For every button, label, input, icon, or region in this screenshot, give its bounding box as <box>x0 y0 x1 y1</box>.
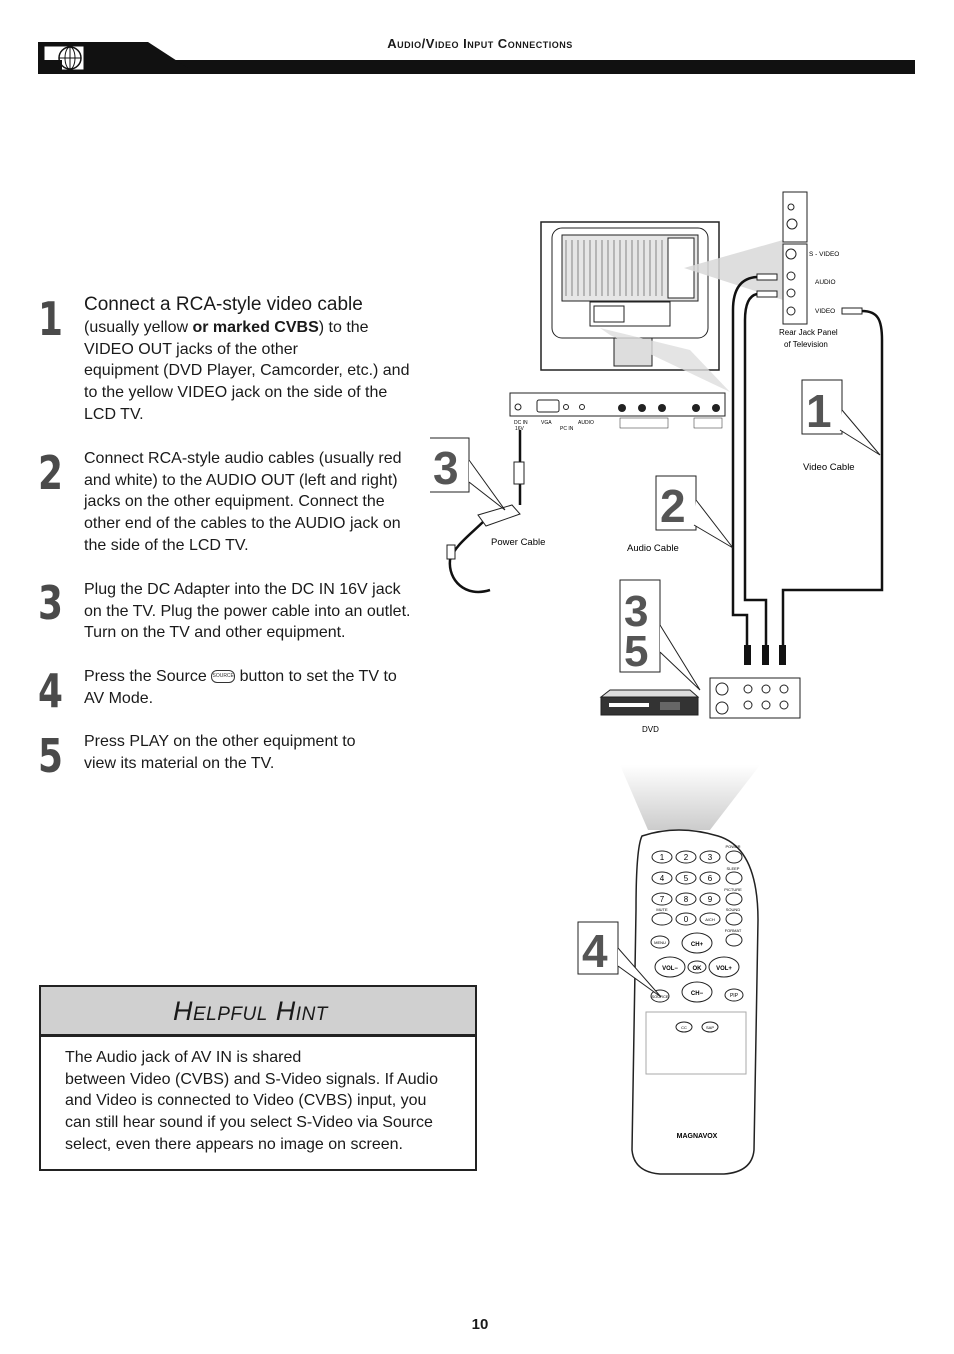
label-power-cable: Power Cable <box>491 537 545 548</box>
svg-text:1: 1 <box>806 385 832 437</box>
label-video: VIDEO <box>815 308 835 315</box>
svg-text:1: 1 <box>660 853 665 862</box>
svg-text:CH−: CH− <box>691 991 704 997</box>
svg-text:CC: CC <box>681 1025 687 1030</box>
svg-text:PICTURE: PICTURE <box>724 887 742 892</box>
remote-control: 1 2 3 4 5 6 7 8 9 0 POWER SLEEP PICTURE … <box>620 765 760 1175</box>
step-number-1: 1 <box>38 292 63 346</box>
callout-1: 1 <box>801 379 881 456</box>
callout-3-5: 3 5 <box>619 579 701 691</box>
tv-bottom-jack-panel: DC IN 16V VGA PC IN AUDIO <box>509 392 726 432</box>
page-title: Audio/Video Input Connections <box>387 36 573 51</box>
step-5-text: Press PLAY on the other equipment to vie… <box>84 733 356 772</box>
svg-text:7: 7 <box>660 895 665 904</box>
svg-text:AUDIO: AUDIO <box>578 420 594 426</box>
svg-text:PIP: PIP <box>730 993 739 999</box>
svg-text:SLEEP: SLEEP <box>727 866 740 871</box>
source-button-icon: SOURCE <box>211 670 236 684</box>
svg-text:OK: OK <box>693 966 703 972</box>
step-2-text: Connect RCA-style audio cables (usually … <box>84 450 402 554</box>
label-audio-cable: Audio Cable <box>627 543 679 554</box>
hint-title-bar: Helpful Hint <box>41 987 475 1037</box>
svg-text:6: 6 <box>708 874 713 883</box>
svg-text:FORMAT: FORMAT <box>725 928 742 933</box>
power-adapter <box>446 461 525 560</box>
remote-nav-buttons: MENU CH+ VOL− OK VOL+ CH− SOURCE PIP <box>650 932 744 1003</box>
svg-text:VGA: VGA <box>541 420 552 426</box>
step-4-text: Press the Source SOURCE button to set th… <box>84 668 397 707</box>
svg-text:of Television: of Television <box>784 340 828 349</box>
step-1-text: (usually yellow or marked CVBS) to the V… <box>84 319 410 423</box>
step-number-2: 2 <box>38 446 63 500</box>
header-tab <box>38 42 188 74</box>
svg-text:0: 0 <box>684 915 689 924</box>
step-number-5: 5 <box>38 729 63 783</box>
cables <box>448 275 884 645</box>
svg-text:2: 2 <box>684 853 689 862</box>
brand-logo: MAGNAVOX <box>677 1133 718 1140</box>
label-svideo: S - VIDEO <box>809 251 839 258</box>
svg-text:SAP: SAP <box>706 1025 714 1030</box>
hint-title: Helpful Hint <box>173 996 328 1026</box>
svg-text:MUTE: MUTE <box>656 907 668 912</box>
callout-4: 4 <box>577 921 662 998</box>
svg-text:4: 4 <box>582 925 608 977</box>
label-dvd: DVD <box>642 725 659 734</box>
tv-side-jack-panel: S - VIDEO AUDIO VIDEO Rear Jack Panel of… <box>756 191 863 349</box>
callout-3-top: 3 <box>430 437 506 511</box>
remote-digit-buttons: 1 2 3 4 5 6 7 8 9 0 <box>651 850 721 926</box>
svg-text:POWER: POWER <box>725 844 740 849</box>
globe-icon <box>44 46 82 70</box>
page-number: 10 <box>471 1316 489 1333</box>
svg-text:3: 3 <box>624 587 648 636</box>
svg-text:4: 4 <box>660 874 665 883</box>
tv-back-illustration <box>540 221 783 392</box>
svg-text:8: 8 <box>684 895 689 904</box>
svg-text:PC IN: PC IN <box>560 426 574 432</box>
svg-text:A/CH: A/CH <box>705 917 715 922</box>
svg-text:16V: 16V <box>515 426 525 432</box>
svg-text:2: 2 <box>660 480 686 532</box>
svg-text:3: 3 <box>708 853 713 862</box>
dvd-player <box>599 677 801 719</box>
step-number-4: 4 <box>38 664 63 718</box>
helpful-hint-box: Helpful Hint The Audio jack of AV IN is … <box>39 985 477 1171</box>
step-3-text: Plug the DC Adapter into the DC IN 16V j… <box>84 581 411 642</box>
rca-plugs <box>744 645 786 665</box>
header-bar <box>38 60 915 74</box>
label-rear-panel: Rear Jack Panel <box>779 328 838 337</box>
svg-text:SOUND: SOUND <box>726 907 741 912</box>
hint-text: The Audio jack of AV IN is shared betwee… <box>65 1049 438 1153</box>
step-1-heading: Connect a RCA-style video cable <box>84 294 363 315</box>
svg-text:MENU: MENU <box>654 940 666 945</box>
label-audio: AUDIO <box>815 279 836 286</box>
svg-text:VOL−: VOL− <box>662 966 678 972</box>
svg-text:9: 9 <box>708 895 713 904</box>
svg-text:3: 3 <box>433 442 459 494</box>
label-video-cable: Video Cable <box>803 462 855 473</box>
svg-text:CH+: CH+ <box>691 942 704 948</box>
svg-text:VOL+: VOL+ <box>716 966 732 972</box>
svg-text:5: 5 <box>624 627 648 676</box>
step-number-3: 3 <box>38 576 63 630</box>
svg-text:DC IN: DC IN <box>514 420 528 426</box>
connection-diagram: DC IN 16V VGA PC IN AUDIO S - VIDEO AUDI… <box>430 191 884 734</box>
callout-2: 2 <box>655 475 734 549</box>
svg-text:5: 5 <box>684 874 689 883</box>
